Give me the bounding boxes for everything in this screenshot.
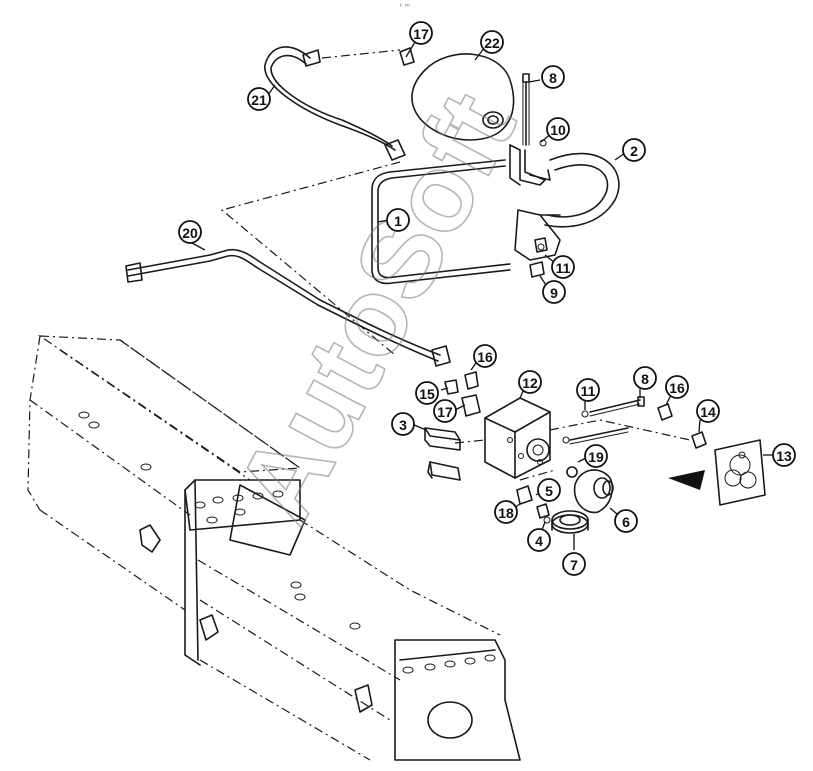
- callout-number: 7: [570, 557, 578, 573]
- callout-circle: [433, 399, 457, 423]
- callout-7: 7: [562, 552, 586, 576]
- hose-21: [264, 46, 406, 161]
- callout-circle: [576, 378, 600, 402]
- callout-circle: [527, 528, 551, 552]
- decal-13: [668, 439, 766, 506]
- hose-20: [125, 248, 451, 367]
- callout-number: 11: [556, 260, 571, 276]
- callout-circle: [537, 478, 561, 502]
- callout-circle: [415, 381, 439, 405]
- callout-number: 3: [399, 417, 407, 433]
- callout-5: 5: [537, 478, 561, 502]
- callout-circle: [665, 375, 689, 399]
- callout-number: 1: [394, 213, 402, 229]
- callout-number: 17: [437, 404, 453, 420]
- callout-number: 16: [477, 349, 493, 365]
- callout-number: 15: [419, 386, 435, 402]
- accumulator-6: [566, 466, 614, 514]
- callout-number: 8: [549, 70, 557, 86]
- callout-12: 12: [518, 370, 542, 394]
- callout-circle: [178, 220, 202, 244]
- callout-circle: [551, 255, 575, 279]
- callout-3: 3: [391, 412, 415, 436]
- callout-2: 2: [622, 138, 646, 162]
- callout-circle: [386, 208, 410, 232]
- bolt-8-right: [562, 396, 645, 445]
- callout-number: 6: [622, 514, 630, 530]
- callout-16: 16: [473, 344, 497, 368]
- callout-number: 13: [776, 448, 792, 464]
- callout-circle: [562, 552, 586, 576]
- callout-11: 11: [576, 378, 600, 402]
- callout-number: 16: [669, 380, 685, 396]
- callout-number: 22: [484, 35, 500, 51]
- small-fittings: [444, 237, 548, 417]
- clamp-band-2: [509, 139, 620, 261]
- callout-17: 17: [409, 21, 433, 45]
- callout-circle: [614, 509, 638, 533]
- watermark: AutoSoft: [212, 73, 540, 542]
- callout-number: 4: [535, 533, 543, 549]
- chassis-frame: [27, 335, 521, 761]
- callout-circle: [473, 344, 497, 368]
- callout-9: 9: [542, 280, 566, 304]
- callout-circle: [409, 21, 433, 45]
- callout-8: 8: [541, 65, 565, 89]
- callout-circle: [494, 500, 518, 524]
- callout-19: 19: [584, 444, 608, 468]
- callout-18: 18: [494, 500, 518, 524]
- callout-number: 5: [545, 483, 553, 499]
- callout-number: 18: [498, 505, 514, 521]
- callout-circle: [696, 399, 720, 423]
- callout-4: 4: [527, 528, 551, 552]
- callout-1: 1: [386, 208, 410, 232]
- callout-22: 22: [480, 30, 504, 54]
- callout-number: 14: [700, 404, 716, 420]
- callout-14: 14: [696, 399, 720, 423]
- callout-circle: [542, 280, 566, 304]
- spacer-bars-3: [424, 427, 461, 481]
- callout-circle: [772, 443, 796, 467]
- callout-circle: [584, 444, 608, 468]
- callout-circle: [633, 366, 657, 390]
- callout-circle: [518, 370, 542, 394]
- callout-circle: [541, 65, 565, 89]
- callout-circle: [622, 138, 646, 162]
- callout-17: 17: [433, 399, 457, 423]
- callout-number: 8: [641, 371, 649, 387]
- callout-number: 2: [630, 143, 638, 159]
- tank-22: [399, 47, 515, 141]
- valve-block-12: [484, 397, 551, 479]
- callout-circle: [391, 412, 415, 436]
- callout-number: 10: [550, 122, 566, 138]
- bolt-8-top: [522, 73, 530, 146]
- callout-6: 6: [614, 509, 638, 533]
- callout-number: 19: [588, 449, 604, 465]
- callout-20: 20: [178, 220, 202, 244]
- callout-13: 13: [772, 443, 796, 467]
- callout-11: 11: [551, 255, 575, 279]
- callout-number: 11: [581, 383, 596, 399]
- u-bolt-1: [371, 159, 511, 285]
- callout-8: 8: [633, 366, 657, 390]
- callout-number: 12: [522, 375, 538, 391]
- callout-circle: [247, 87, 271, 111]
- callout-21: 21: [247, 87, 271, 111]
- callout-15: 15: [415, 381, 439, 405]
- top-mark: ᵗ ᵐ: [400, 2, 410, 11]
- callout-labels: 1722218102120119161215317118161413195186…: [178, 21, 796, 576]
- callout-circle: [480, 30, 504, 54]
- callout-10: 10: [546, 117, 570, 141]
- fittings-lower: [516, 485, 589, 534]
- callout-circle: [546, 117, 570, 141]
- callout-16: 16: [665, 375, 689, 399]
- callout-number: 17: [413, 26, 429, 42]
- callout-number: 20: [182, 225, 198, 241]
- callout-number: 21: [251, 92, 267, 108]
- svg-text:AutoSoft: AutoSoft: [213, 74, 540, 542]
- callout-number: 9: [550, 285, 558, 301]
- fittings-16-14: [657, 403, 707, 449]
